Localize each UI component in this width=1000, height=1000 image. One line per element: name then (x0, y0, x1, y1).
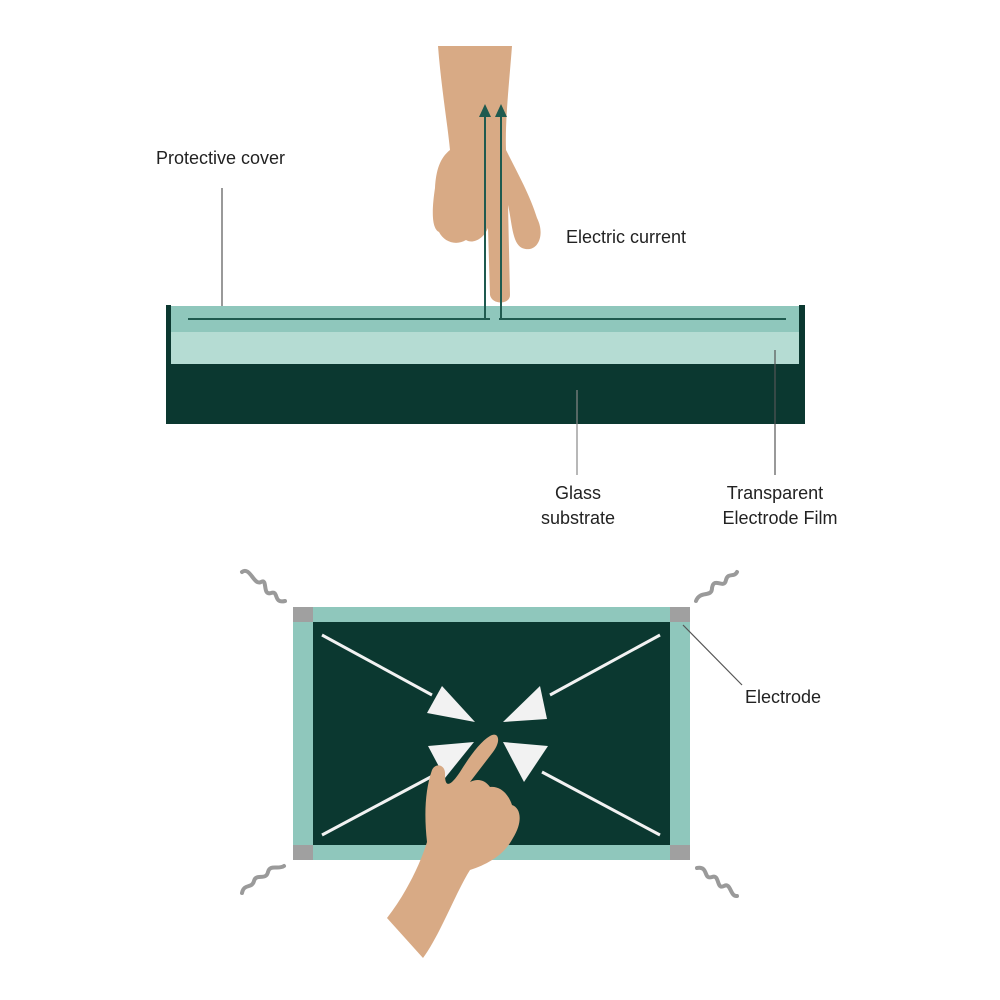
arrow-shaft-bottom-right (541, 770, 661, 837)
electrode-bottom-left (293, 845, 313, 860)
electrode-bottom-right (670, 845, 690, 860)
squiggle-wire-icon (240, 864, 286, 895)
substrate-left-edge (166, 305, 171, 424)
arrow-shaft-top-left (321, 633, 433, 697)
substrate-right-edge (799, 305, 805, 424)
squiggle-wire-icon (694, 570, 739, 603)
squiggle-wire-icon (695, 865, 739, 898)
electrode-leader (682, 624, 743, 686)
current-arrow-right-head (495, 104, 507, 117)
electrode-top-right (670, 607, 690, 622)
electrode-top-left (293, 607, 313, 622)
squiggle-wire-icon (240, 568, 287, 604)
glass-substrate-label-line2: substrate (541, 508, 615, 528)
transparent-electrode-film (171, 331, 799, 364)
glass-substrate (167, 362, 805, 424)
electric-current-label: Electric current (566, 227, 686, 247)
arrow-icon (427, 686, 475, 722)
arrow-icon (503, 742, 548, 782)
electrode-label: Electrode (745, 687, 821, 707)
arrow-shaft-top-right (549, 633, 661, 697)
electrode-film-label-line1: Transparent (727, 483, 823, 503)
protective-cover-label: Protective cover (156, 148, 285, 168)
arrow-shaft-bottom-left (321, 770, 441, 837)
cross-section: Protective cover Electric current Glass … (156, 46, 838, 528)
current-arrow-left-head (479, 104, 491, 117)
electrode-film-label-line2: Electrode Film (722, 508, 837, 528)
glass-substrate-label-line1: Glass (555, 483, 601, 503)
touching-hand-icon (387, 734, 520, 958)
pointing-hand-icon (432, 46, 541, 303)
arrow-icon (503, 686, 547, 722)
touch-panel: Electrode (240, 568, 821, 958)
arrow-icon (428, 742, 474, 778)
